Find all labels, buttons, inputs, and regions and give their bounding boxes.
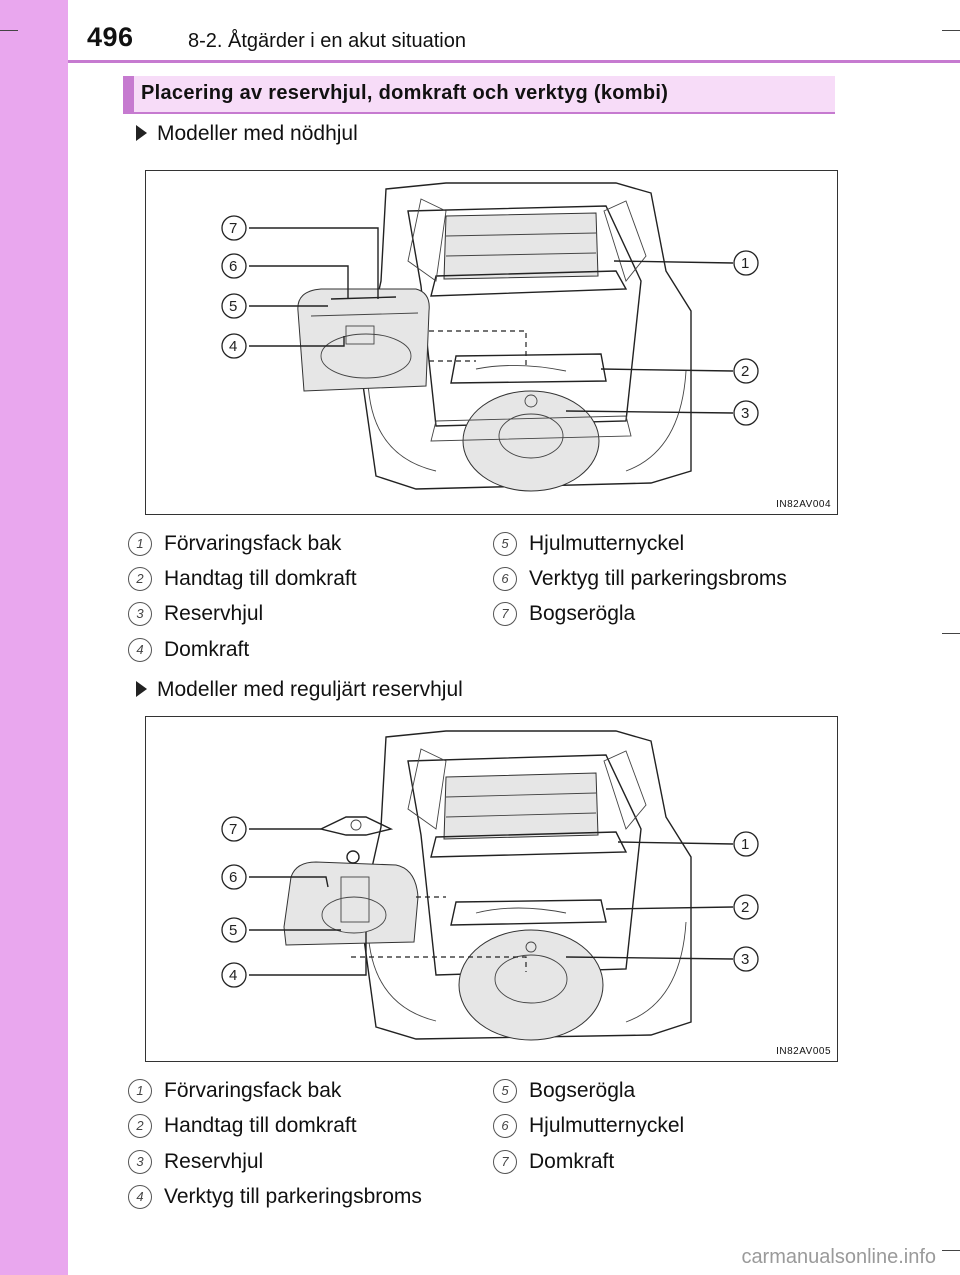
- page-number: 496: [87, 22, 134, 52]
- crop-mark: [942, 633, 960, 634]
- title-accent-bar: [123, 76, 134, 112]
- header-rule: [68, 60, 960, 63]
- callout-4: 4: [229, 338, 237, 355]
- figure-1-illustration: 7 6 5 4 1 2 3 IN82AV004: [145, 170, 838, 515]
- callout-7: 7: [229, 821, 237, 838]
- figure-1-code: IN82AV004: [776, 499, 831, 510]
- triangle-bullet-icon: [136, 125, 147, 141]
- left-margin-band: [0, 0, 68, 1275]
- section-heading: 8-2. Åtgärder i en akut situation: [188, 30, 466, 52]
- figure-1-heading: Modeller med nödhjul: [136, 122, 358, 146]
- callout-5: 5: [229, 298, 237, 315]
- figure-1-heading-text: Modeller med nödhjul: [157, 122, 358, 145]
- callout-5: 5: [229, 922, 237, 939]
- car-trunk-illustration-2: 7 6 5 4 1 2 3: [221, 730, 759, 1041]
- crop-mark: [942, 30, 960, 31]
- callout-7: 7: [229, 220, 237, 237]
- callout-3: 3: [741, 951, 749, 968]
- watermark[interactable]: carmanualsonline.info: [741, 1246, 936, 1268]
- callout-2: 2: [741, 363, 749, 380]
- topic-title: Placering av reservhjul, domkraft och ve…: [141, 82, 669, 104]
- crop-mark: [0, 30, 18, 32]
- topic-title-box: Placering av reservhjul, domkraft och ve…: [123, 76, 835, 114]
- callout-3: 3: [741, 405, 749, 422]
- callout-4: 4: [229, 967, 237, 984]
- figure-2-illustration: 7 6 5 4 1 2 3 IN82AV005: [145, 716, 838, 1062]
- callout-6: 6: [229, 258, 237, 275]
- callout-1: 1: [741, 255, 749, 272]
- callout-1: 1: [741, 836, 749, 853]
- figure-2-heading-text: Modeller med reguljärt reservhjul: [157, 678, 463, 701]
- figure-2-code: IN82AV005: [776, 1046, 831, 1057]
- crop-mark: [942, 1250, 960, 1251]
- triangle-bullet-icon: [136, 681, 147, 697]
- callout-2: 2: [741, 899, 749, 916]
- car-trunk-illustration-1: 7 6 5 4 1 2 3: [221, 182, 759, 492]
- callout-6: 6: [229, 869, 237, 886]
- figure-2-heading: Modeller med reguljärt reservhjul: [136, 678, 463, 702]
